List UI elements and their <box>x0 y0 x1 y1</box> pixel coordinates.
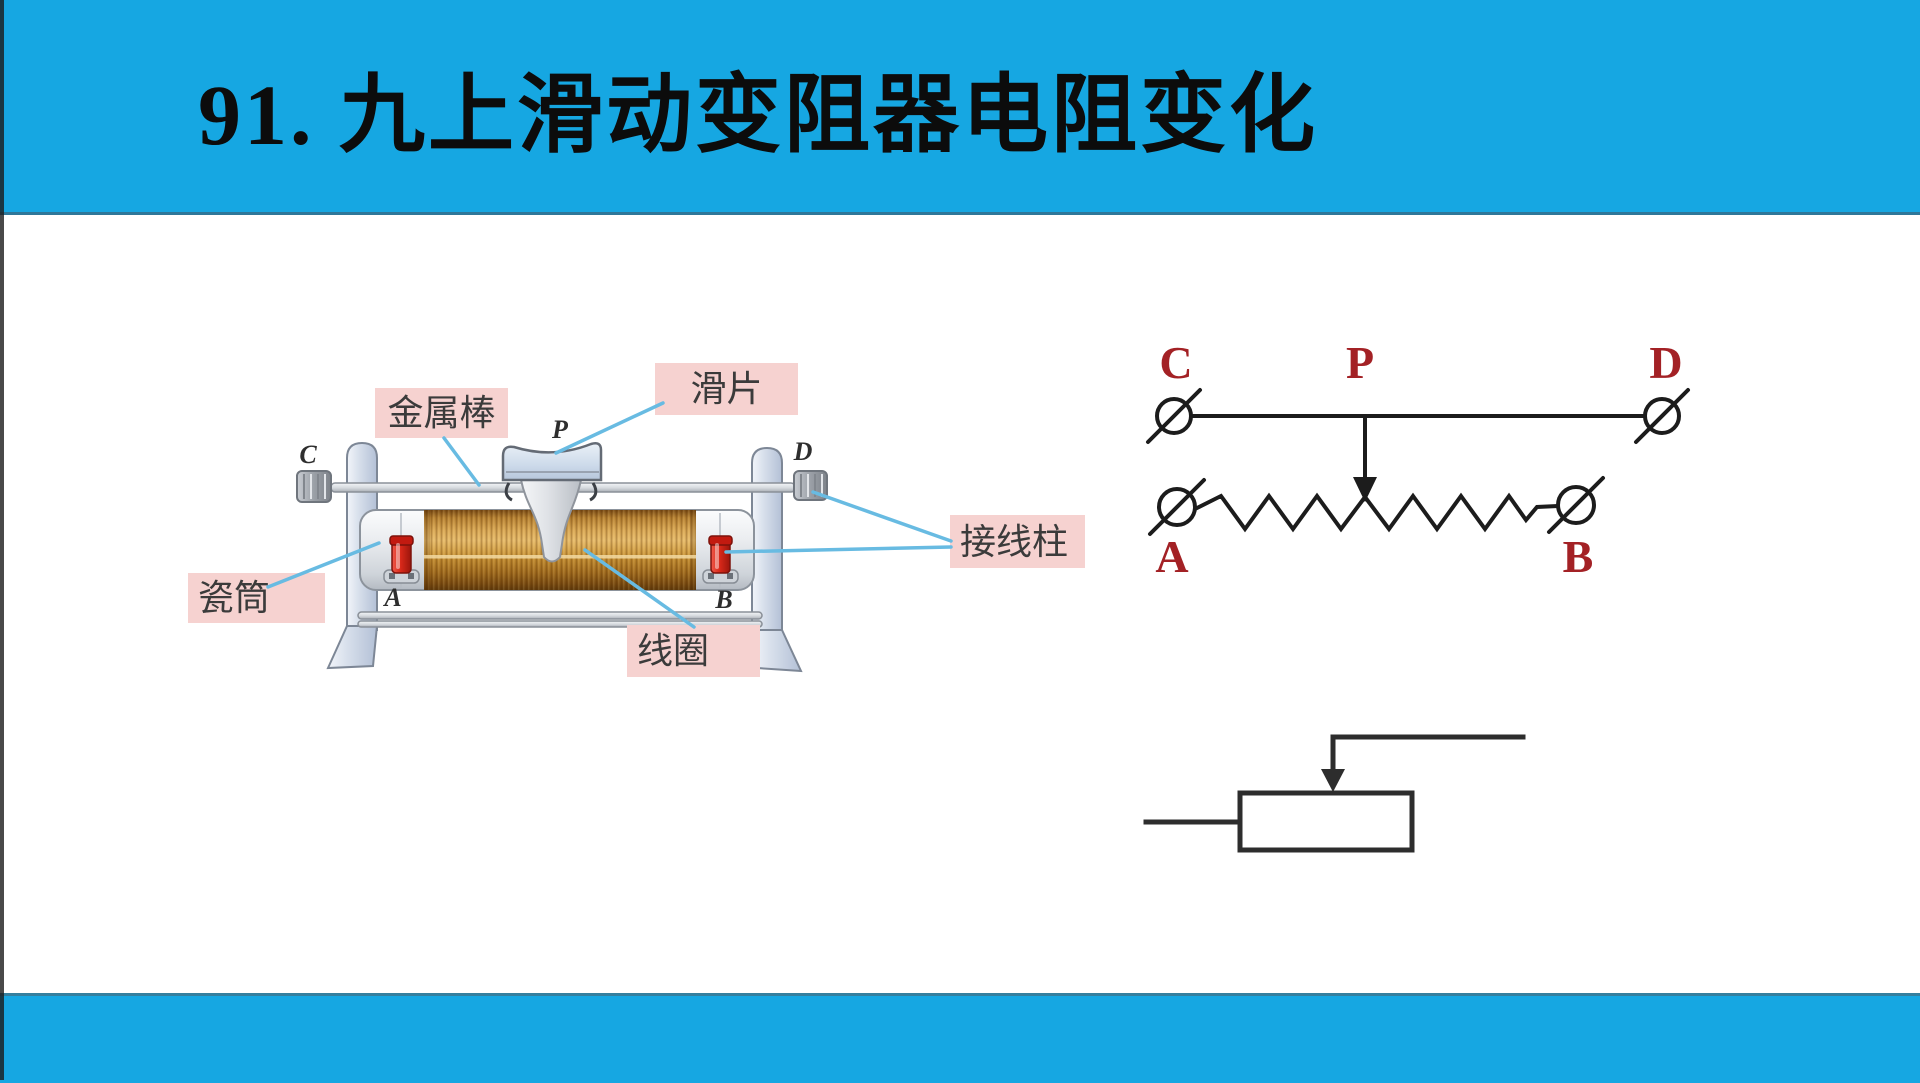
device-marker-c: C <box>299 440 317 469</box>
right-bracket <box>750 446 803 673</box>
screen-edge-artifact <box>0 0 4 1080</box>
device-marker-p: P <box>551 415 569 444</box>
page-title: 91. 九上滑动变阻器电阻变化 <box>198 67 1318 163</box>
wiper-blade <box>519 479 583 563</box>
footer-bar <box>0 993 1920 1083</box>
label-slide: 滑片 <box>655 363 798 415</box>
schematic-marker-d: D <box>1649 337 1682 388</box>
schematic-marker-a: A <box>1155 531 1188 582</box>
symbol-wiper-lead <box>1330 734 1526 783</box>
schematic-marker-b: B <box>1563 531 1594 582</box>
rheostat-schematic: C P D A B <box>1146 337 1690 582</box>
terminal-symbol-c <box>1146 388 1202 444</box>
left-bracket-foot <box>326 625 379 670</box>
label-binding-post: 接线柱 <box>950 515 1085 568</box>
schematic-marker-p: P <box>1346 337 1374 388</box>
device-marker-b: B <box>714 585 732 614</box>
label-metal-rod: 金属棒 <box>375 388 508 438</box>
device-marker-a: A <box>382 583 401 612</box>
schematic-marker-c: C <box>1159 337 1192 388</box>
resistor-zigzag <box>1193 492 1560 533</box>
symbol-arrowhead-icon <box>1321 769 1345 792</box>
slider-hook-right <box>589 482 598 502</box>
slider-cap <box>501 442 603 482</box>
device-marker-d: D <box>793 437 813 466</box>
terminal-knob-d <box>793 470 828 501</box>
binding-post-a <box>383 535 420 584</box>
label-ceramic-tube: 瓷筒 <box>188 573 325 623</box>
slider-hook-left <box>504 482 513 502</box>
wiper-arrowhead-icon <box>1353 477 1377 502</box>
terminal-symbol-a <box>1148 478 1206 536</box>
label-coil: 线圈 <box>627 625 760 677</box>
terminal-knob-c <box>296 470 332 503</box>
symbol-resistor-box <box>1237 790 1415 853</box>
title-bar: 91. 九上滑动变阻器电阻变化 <box>0 0 1920 215</box>
terminal-symbol-b <box>1547 476 1605 534</box>
terminal-symbol-d <box>1634 388 1690 444</box>
rheostat-circuit-symbol <box>1143 734 1526 853</box>
